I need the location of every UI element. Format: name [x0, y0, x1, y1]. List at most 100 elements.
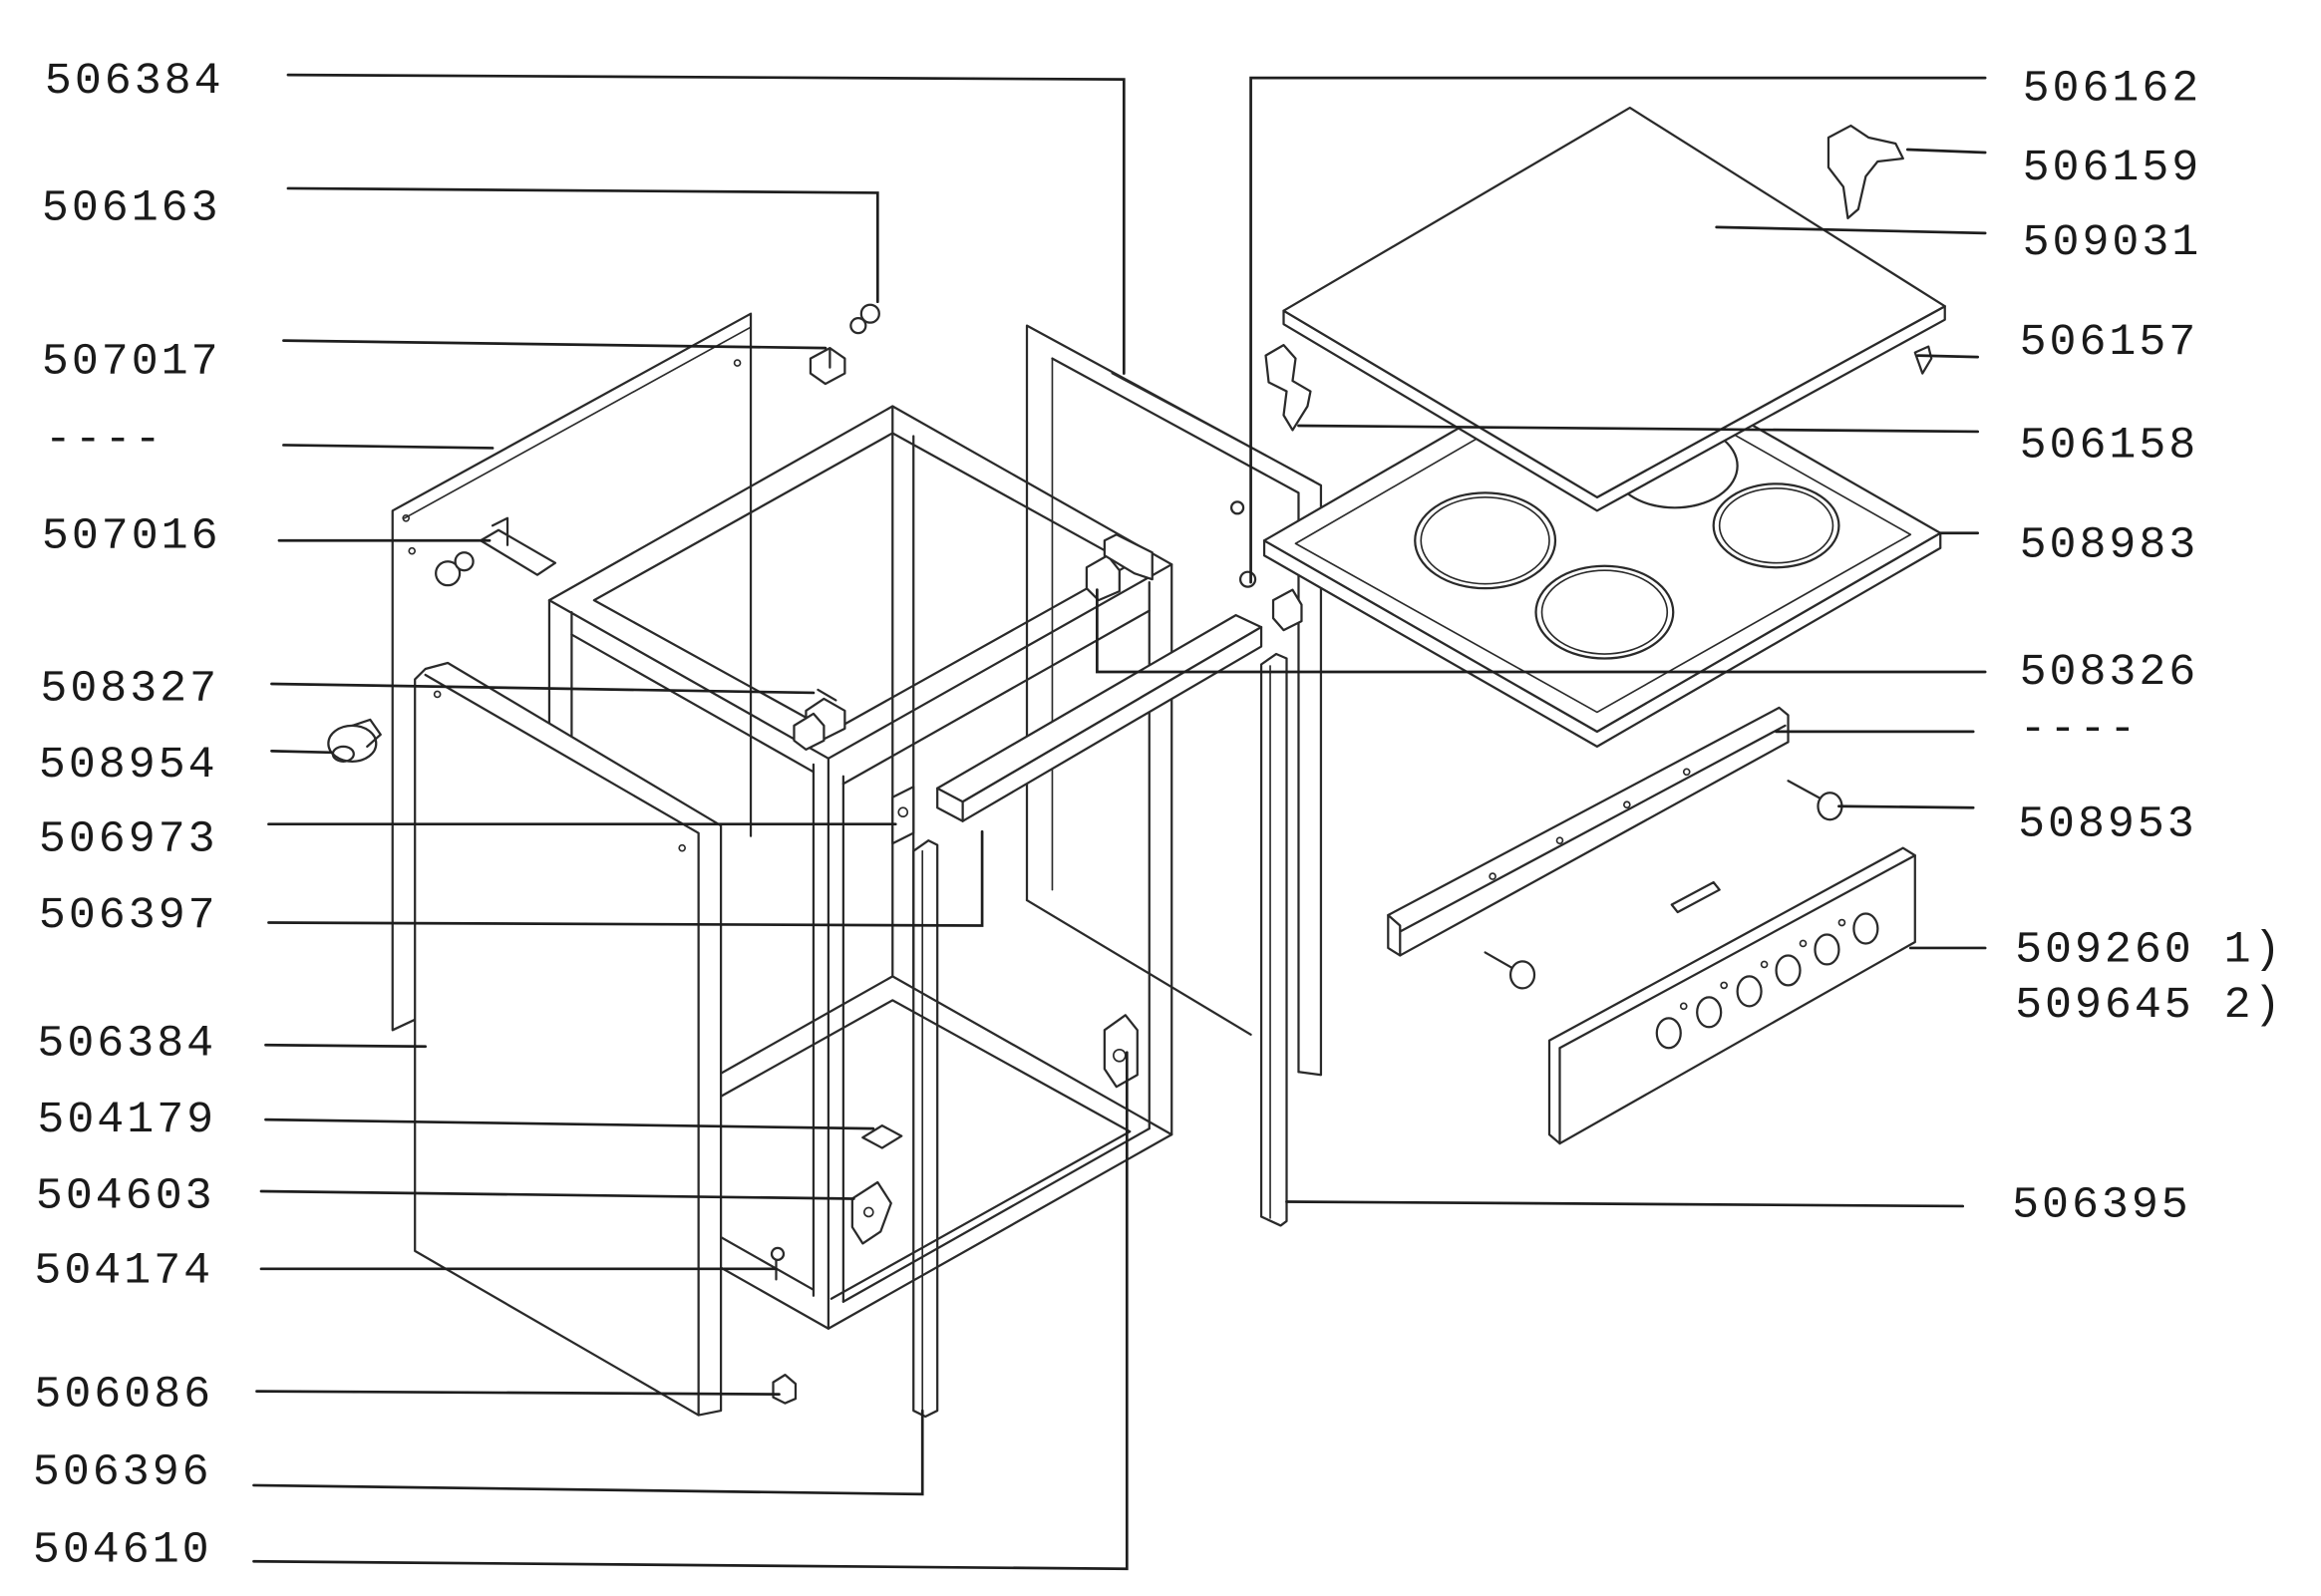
part-number-label: 509260 1)	[2015, 925, 2283, 975]
bracket-right-panel	[1103, 1014, 1139, 1089]
part-labels-left: 506384 506163 507017 ---- 507016 508327 …	[33, 57, 221, 1575]
leader-line	[1715, 225, 1987, 235]
knob-hole	[1814, 933, 1840, 966]
cover-clip	[1826, 124, 1904, 219]
leader-line	[1096, 588, 1987, 674]
part-number-label: 506396	[33, 1447, 212, 1497]
part-number-label: 504174	[34, 1246, 213, 1296]
latch-body	[850, 1180, 892, 1245]
leader-line	[1297, 424, 1980, 434]
leader-lines-left	[252, 73, 1129, 1571]
part-number-label: 506159	[2023, 144, 2202, 193]
left-side-panel	[391, 312, 753, 1032]
front-side-panel	[414, 661, 723, 1417]
panel-outline	[414, 661, 723, 1417]
cooking-zone	[1534, 564, 1675, 660]
bracket-plate	[891, 786, 915, 845]
part-number-label: 508327	[40, 664, 219, 714]
part-number-label: 504610	[33, 1525, 212, 1575]
bracket-side	[479, 516, 557, 576]
screw-pair	[849, 303, 880, 335]
cross-rail	[936, 613, 1263, 822]
knob-screw	[1787, 780, 1843, 821]
foot	[772, 1374, 798, 1405]
front-post-bracket	[793, 712, 826, 751]
part-number-label: 506384	[37, 1020, 216, 1070]
part-number-label: 506163	[42, 183, 221, 233]
panel-top-rail	[1111, 372, 1315, 482]
screw-shaft	[1787, 780, 1823, 800]
panel-bottom-edge	[1025, 898, 1252, 1036]
leader-line	[282, 444, 495, 450]
bracket-center	[891, 786, 915, 845]
leader-line	[270, 749, 333, 755]
frame-back-post	[891, 405, 915, 990]
cooking-zone	[1414, 491, 1557, 590]
frame-bottom-inner	[592, 999, 1132, 1300]
frame-top-inner	[592, 432, 1132, 734]
indicator-mark	[1679, 1002, 1688, 1011]
panel-flange	[1051, 357, 1300, 1074]
rail-hole	[1555, 836, 1564, 844]
screw-head	[1508, 960, 1536, 990]
part-number-label: 507016	[42, 512, 221, 562]
leader-line	[264, 1117, 875, 1130]
control-panel-fascia	[1547, 846, 1916, 1145]
mounting-hole	[408, 546, 417, 555]
part-number-label: 504179	[37, 1096, 216, 1145]
bracket-hole	[897, 806, 909, 818]
rail-end	[936, 787, 964, 822]
strip-outline	[912, 839, 939, 1419]
part-number-label: 506397	[39, 891, 218, 941]
part-labels-right: 506162 506159 509031 506157 506158 50898…	[2012, 65, 2283, 1231]
knob-hole	[1696, 996, 1723, 1029]
leader-line	[270, 682, 816, 695]
screw-head	[435, 560, 462, 587]
part-number-label: 509031	[2023, 218, 2202, 268]
part-number-label: ----	[2020, 705, 2140, 755]
knob-hole	[1852, 912, 1879, 945]
screw-head	[770, 1246, 786, 1261]
grommet	[327, 718, 382, 763]
part-number-label: 508326	[2020, 648, 2199, 698]
leader-lines-right	[1096, 76, 1987, 1208]
indicator-mark	[1720, 981, 1728, 990]
indicator-mark	[1760, 960, 1769, 969]
latch	[850, 1180, 892, 1245]
screw-head	[1238, 570, 1257, 588]
leader-line	[255, 1390, 781, 1396]
rail-hole	[1489, 872, 1496, 880]
cooking-zone-rim	[1718, 487, 1834, 564]
cover-surface	[1282, 106, 1946, 498]
leader-line	[1285, 1200, 1965, 1208]
screw-small	[770, 1246, 786, 1281]
bracket-plate	[1103, 1014, 1139, 1089]
front-strip-center	[912, 839, 939, 1419]
clip-lower-right	[1271, 588, 1303, 632]
clip-bottom	[861, 1123, 903, 1149]
part-number-label: 508954	[39, 741, 218, 791]
mounting-hole	[733, 359, 742, 367]
top-cover	[1282, 106, 1946, 512]
fascia-slot	[1670, 880, 1721, 914]
part-number-label: ----	[45, 415, 165, 465]
screw-side	[435, 551, 475, 587]
screw-head	[1229, 500, 1245, 515]
part-number-label: 506395	[2012, 1180, 2191, 1230]
strip-outline	[1259, 652, 1288, 1227]
knob-hole	[1655, 1017, 1682, 1050]
leader-line	[264, 1043, 428, 1049]
mounting-hole	[433, 690, 442, 699]
part-number-label: 508953	[2018, 800, 2197, 850]
knob-hole	[1775, 954, 1802, 987]
panel-outline	[391, 312, 753, 1032]
rail-hole	[1623, 800, 1631, 809]
frame-front-post	[812, 757, 844, 1330]
part-number-label: 506157	[2020, 318, 2199, 368]
cooking-zone	[1712, 482, 1840, 569]
clip-right-panel-top	[1103, 533, 1154, 581]
cooking-zone-rim	[1540, 569, 1669, 655]
screw-head	[859, 303, 880, 324]
frame-right-post	[1148, 563, 1173, 1136]
knob-screw	[1484, 951, 1536, 990]
